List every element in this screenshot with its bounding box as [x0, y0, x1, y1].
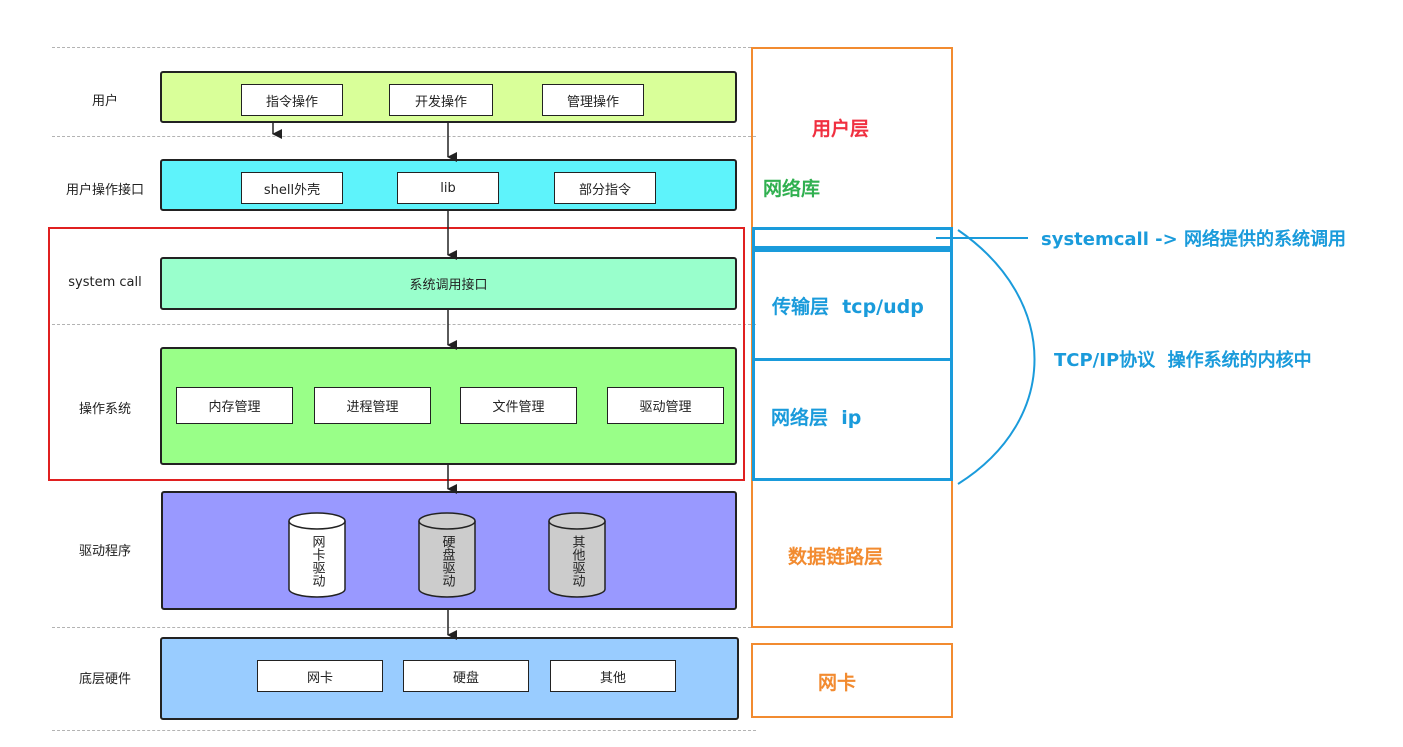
dev-op-box: 开发操作 — [389, 84, 493, 116]
driver-mgmt-box: 驱动管理 — [607, 387, 724, 424]
process-mgmt-box: 进程管理 — [314, 387, 431, 424]
other-driver-label: 其他驱动 — [569, 535, 585, 587]
nic-driver-cylinder — [288, 512, 346, 598]
transport-layer-label: 传输层 tcp/udp — [772, 296, 924, 318]
separator — [52, 136, 756, 137]
user-layer-label: 用户层 — [812, 118, 870, 140]
disk-hw-box: 硬盘 — [403, 660, 529, 692]
tcpip-annotation: TCP/IP协议 操作系统的内核中 — [1054, 350, 1312, 371]
nic-driver-label: 网卡驱动 — [309, 535, 325, 587]
row-label-api: 用户操作接口 — [65, 183, 144, 198]
separator — [52, 627, 756, 628]
file-mgmt-box: 文件管理 — [460, 387, 577, 424]
mgmt-op-box: 管理操作 — [542, 84, 644, 116]
row-label-hardware: 底层硬件 — [78, 672, 131, 687]
tcpip-brace — [957, 229, 1036, 485]
shell-box: shell外壳 — [241, 172, 343, 204]
network-layer-label: 网络层 ip — [771, 407, 862, 429]
row-label-syscall: system call — [68, 275, 142, 290]
nic-frame — [751, 643, 953, 718]
network-layer-box — [752, 358, 953, 481]
row-label-driver: 驱动程序 — [78, 544, 131, 559]
separator — [52, 47, 756, 48]
systemcall-annotation: systemcall -> 网络提供的系统调用 — [1041, 229, 1346, 250]
datalink-layer-label: 数据链路层 — [788, 546, 884, 568]
syscall-interface-label: 系统调用接口 — [409, 278, 488, 293]
disk-driver-cylinder — [418, 512, 476, 598]
cmd-op-box: 指令操作 — [241, 84, 343, 116]
nic-hw-box: 网卡 — [257, 660, 383, 692]
kernel-frame — [48, 227, 745, 481]
other-hw-box: 其他 — [550, 660, 676, 692]
row-label-os: 操作系统 — [78, 402, 131, 417]
lib-box: lib — [397, 172, 499, 204]
other-driver-cylinder — [548, 512, 606, 598]
separator — [52, 324, 756, 325]
systemcall-strip — [752, 227, 953, 249]
row-label-user: 用户 — [91, 94, 118, 109]
separator — [52, 730, 756, 731]
disk-driver-label: 硬盘驱动 — [439, 535, 455, 587]
memory-mgmt-box: 内存管理 — [176, 387, 293, 424]
nic-layer-label: 网卡 — [818, 672, 857, 694]
network-lib-label: 网络库 — [763, 178, 821, 200]
partial-cmd-box: 部分指令 — [554, 172, 656, 204]
